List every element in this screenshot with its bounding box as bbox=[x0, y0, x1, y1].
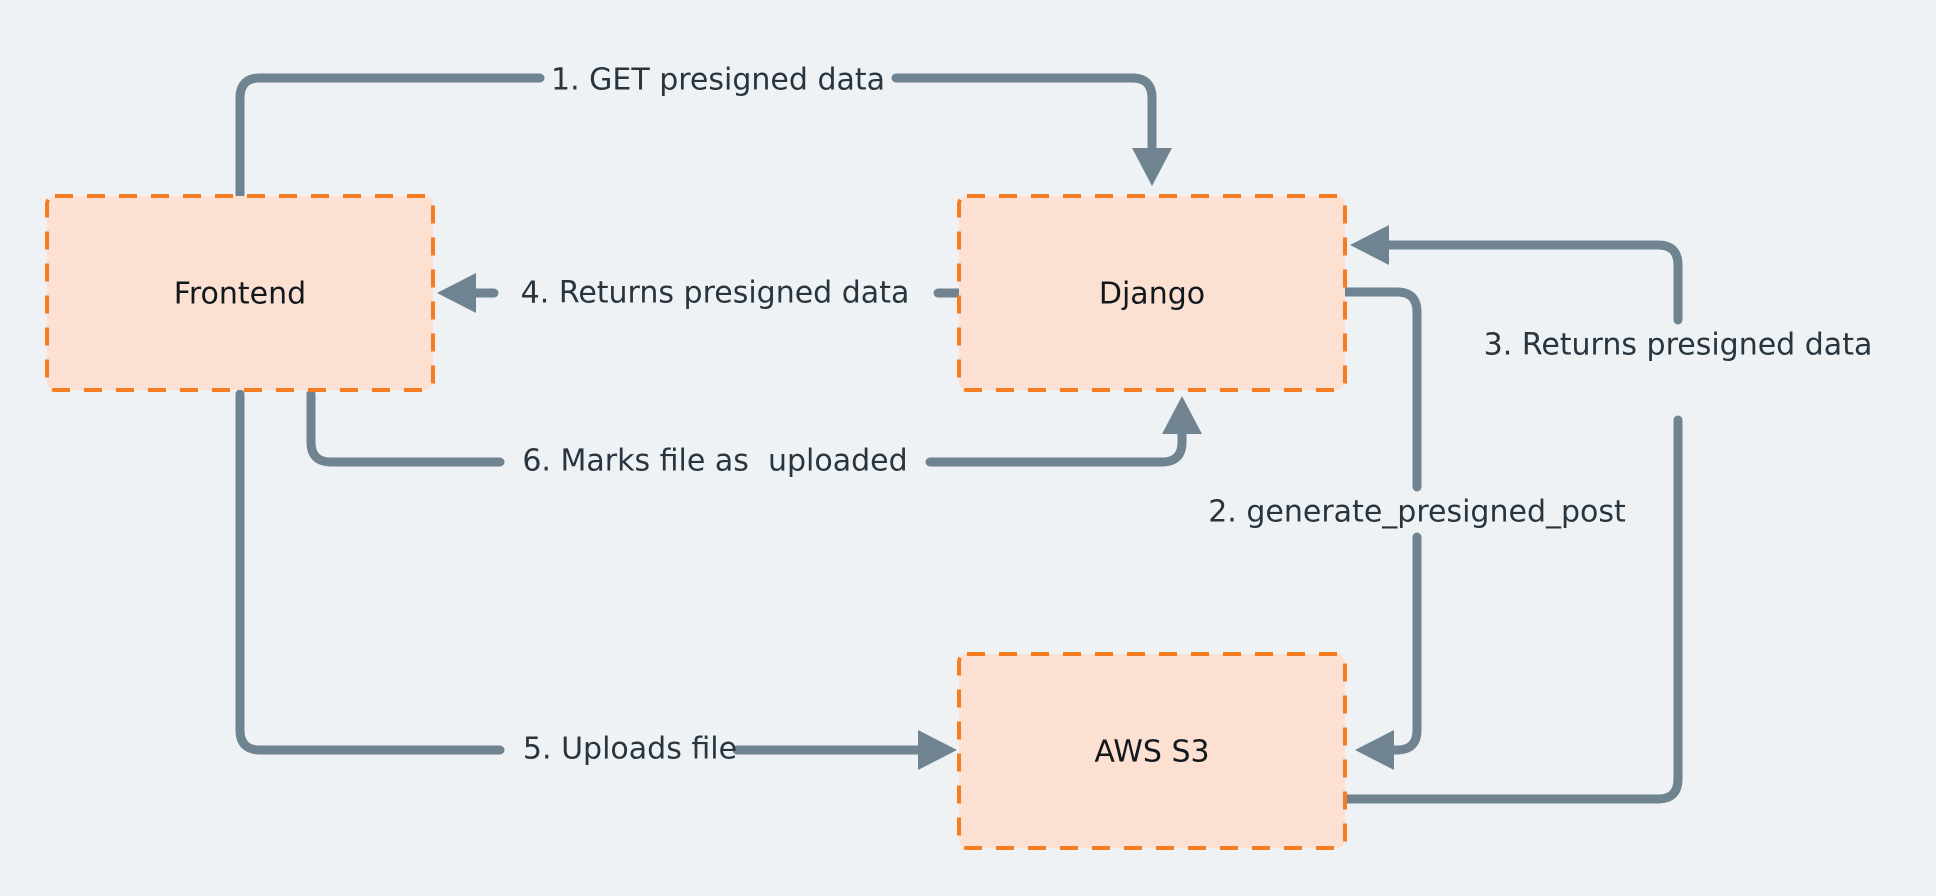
edge-2-line-top bbox=[1340, 287, 1422, 492]
node-django-label: Django bbox=[1099, 277, 1205, 312]
edge-label-5: 5. Uploads file bbox=[523, 732, 737, 767]
edge-label-2: 2. generate_presigned_post bbox=[1208, 495, 1626, 530]
edge-6-line-right bbox=[925, 427, 1187, 467]
node-frontend-box[interactable] bbox=[45, 194, 435, 392]
edge-6-marks-file-as-uploaded bbox=[306, 389, 1202, 467]
edge-3-line-bottom bbox=[1340, 415, 1683, 804]
node-aws-s3-box[interactable] bbox=[957, 652, 1347, 850]
edge-3-returns-presigned-data bbox=[1340, 225, 1683, 804]
edge-4-arrowhead bbox=[437, 273, 476, 313]
edge-1-line-left bbox=[235, 73, 545, 201]
edge-6-arrowhead bbox=[1162, 396, 1202, 434]
edge-label-6: 6. Marks file as uploaded bbox=[522, 444, 907, 479]
edge-1-line-right bbox=[891, 73, 1157, 155]
node-django[interactable]: Django bbox=[957, 194, 1347, 392]
edge-label-4: 4. Returns presigned data bbox=[521, 276, 910, 311]
edge-label-1: 1. GET presigned data bbox=[551, 63, 885, 98]
node-frontend-label: Frontend bbox=[174, 277, 306, 312]
node-aws-s3[interactable]: AWS S3 bbox=[957, 652, 1347, 850]
node-aws-s3-label: AWS S3 bbox=[1094, 735, 1209, 770]
edge-3-arrowhead bbox=[1350, 225, 1389, 265]
edge-3-line-top bbox=[1383, 240, 1683, 325]
edge-6-line-left bbox=[306, 389, 505, 467]
edge-label-3: 3. Returns presigned data bbox=[1484, 328, 1873, 363]
edge-1-arrowhead bbox=[1132, 148, 1172, 186]
node-django-box[interactable] bbox=[957, 194, 1347, 392]
edge-5-uploads-file bbox=[235, 389, 957, 770]
edge-5-line-left bbox=[235, 389, 505, 755]
edge-2-line-bottom bbox=[1388, 532, 1422, 755]
edge-4-returns-presigned-data bbox=[437, 273, 964, 313]
node-frontend[interactable]: Frontend bbox=[45, 194, 435, 392]
edge-1-get-presigned-data bbox=[235, 73, 1172, 201]
edge-5-arrowhead bbox=[918, 730, 957, 770]
edge-2-generate-presigned-post bbox=[1340, 287, 1422, 770]
edge-2-arrowhead bbox=[1355, 730, 1394, 770]
